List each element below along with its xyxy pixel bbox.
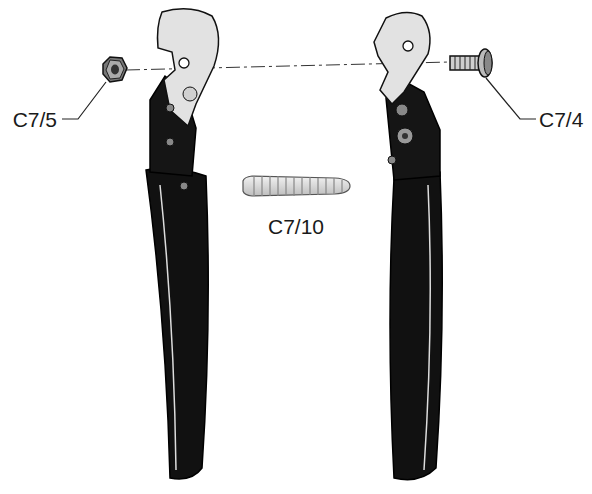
- left-cutter-half: [146, 9, 219, 479]
- screw: [450, 49, 492, 77]
- leader-line: [62, 82, 106, 119]
- callout-number: C7/5: [13, 109, 57, 130]
- callout-number: C7/10: [268, 216, 324, 237]
- leader-line: [486, 78, 536, 119]
- callout-number: C7/4: [539, 109, 583, 130]
- nut: [103, 57, 127, 82]
- spring: [243, 176, 350, 196]
- right-cutter-half: [374, 12, 442, 479]
